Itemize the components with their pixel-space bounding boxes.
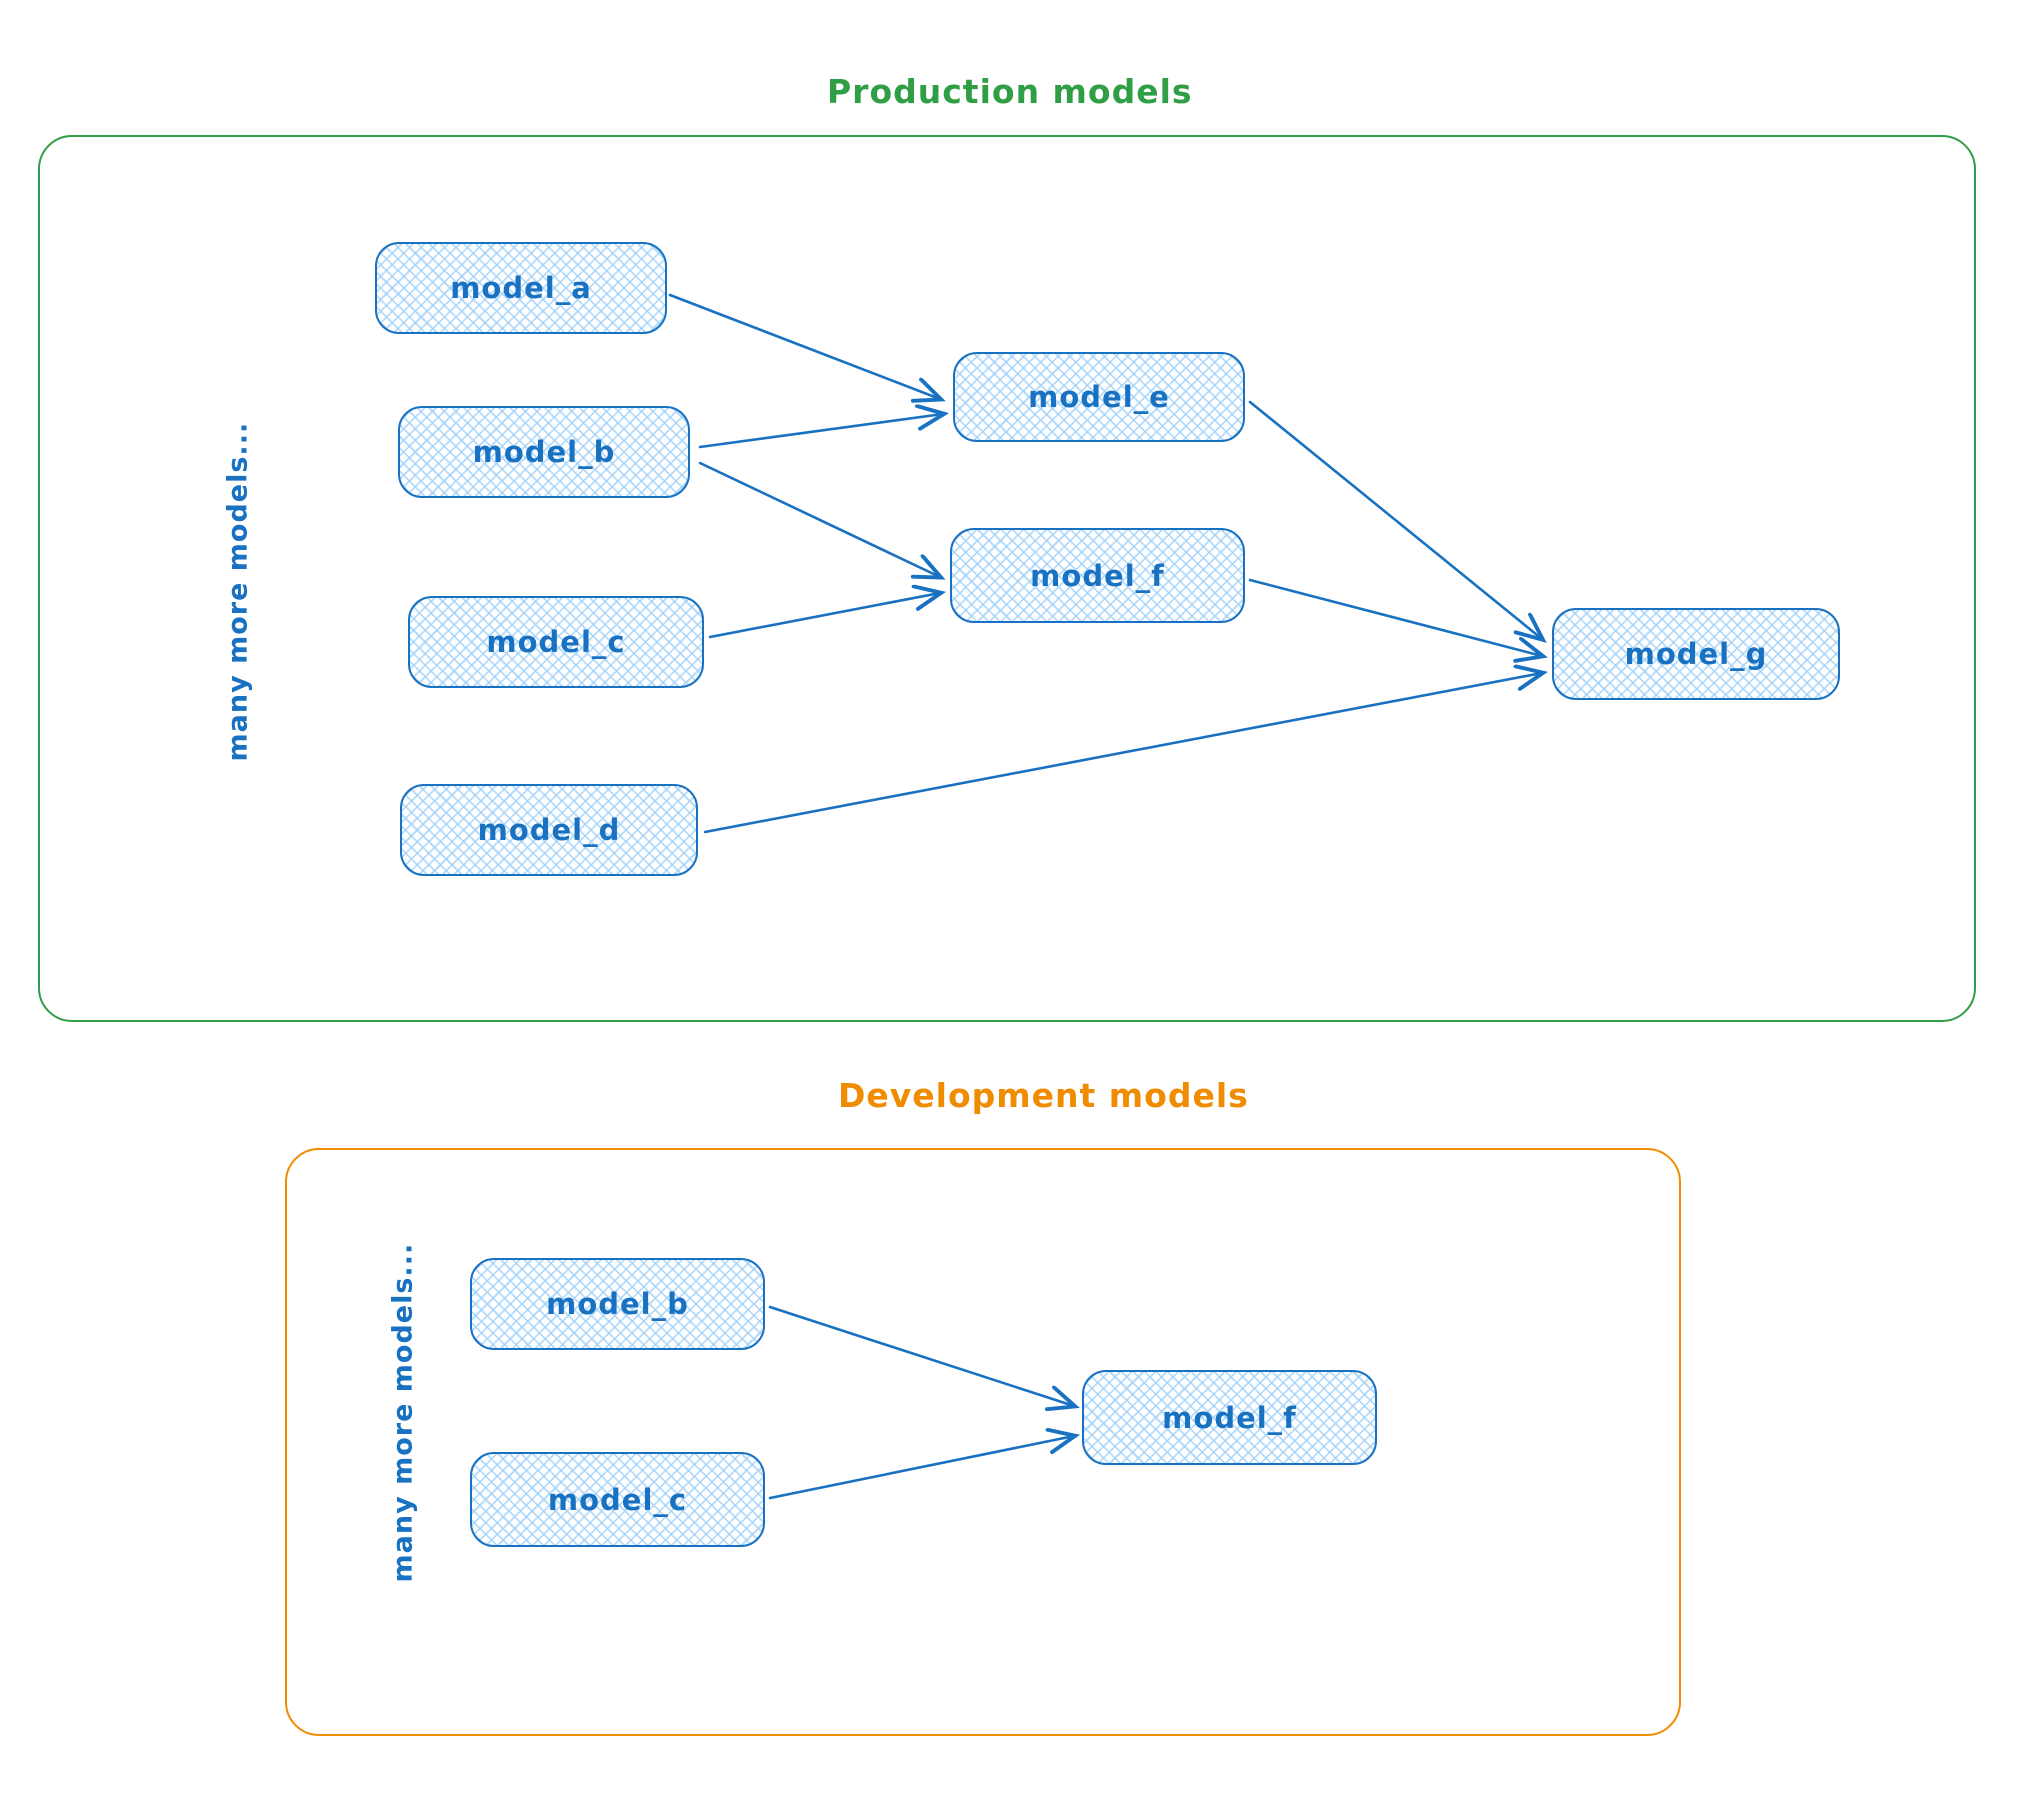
node-label: model_f [1030,558,1165,593]
node-label: model_d [477,813,621,847]
node-label: model_g [1624,637,1768,671]
development-group-container [285,1148,1681,1736]
node-development-model-f: model_f [1082,1370,1377,1465]
node-development-model-b: model_b [470,1258,765,1350]
node-label: model_c [486,625,626,659]
node-label: model_b [472,435,616,469]
node-production-model-e: model_e [953,352,1245,442]
node-production-model-d: model_d [400,784,698,876]
node-label: model_a [450,271,592,305]
production-side-note: many more models... [222,421,254,762]
node-production-model-a: model_a [375,242,667,334]
node-production-model-b: model_b [398,406,690,498]
node-label: model_f [1162,1400,1297,1435]
node-production-model-f: model_f [950,528,1245,623]
node-production-model-g: model_g [1552,608,1840,700]
production-group-title: Production models [827,72,1193,111]
node-label: model_c [547,1482,688,1517]
node-label: model_e [1028,380,1170,414]
development-side-note: many more models... [387,1242,419,1583]
node-label: model_b [546,1287,689,1321]
node-development-model-c: model_c [470,1452,765,1547]
development-group-title: Development models [838,1076,1249,1115]
node-production-model-c: model_c [408,596,704,688]
production-group-container [38,135,1976,1022]
